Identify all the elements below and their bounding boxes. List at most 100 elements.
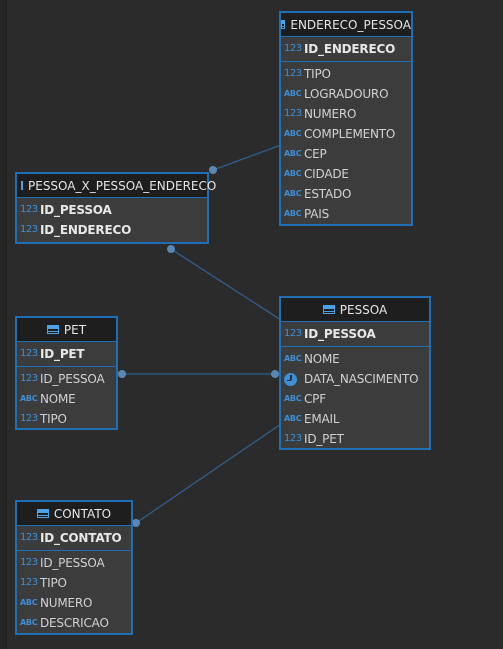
field-name: PAIS (304, 207, 330, 221)
field-name: ID_PET (40, 347, 85, 361)
entity-header[interactable]: ENDERECO_PESSOA (281, 13, 411, 37)
text-type-icon: ABC (284, 89, 302, 98)
link-pessoa-x-endereco-to-pessoa[interactable] (170, 248, 282, 321)
numeric-type-icon: 123 (20, 348, 38, 359)
text-type-icon: ABC (284, 129, 302, 138)
text-type-icon: ABC (284, 354, 302, 363)
numeric-type-icon: 123 (20, 413, 38, 424)
field-name: NUMERO (40, 596, 93, 610)
table-icon (21, 181, 23, 190)
text-type-icon: ABC (284, 189, 302, 198)
field-name: ID_PESSOA (40, 372, 105, 386)
field-name: CPF (304, 392, 326, 406)
text-type-icon: ABC (284, 414, 302, 423)
field-name: ID_PESSOA (40, 203, 112, 217)
field-name: DESCRICAO (40, 616, 109, 630)
link-pessoa-x-endereco-to-endereco-pessoa[interactable] (212, 144, 282, 171)
entity-header[interactable]: CONTATO (17, 502, 131, 526)
field-name: ID_PESSOA (304, 327, 376, 341)
text-type-icon: ABC (20, 394, 38, 403)
table-icon (322, 305, 335, 314)
field-name: NUMERO (304, 107, 357, 121)
text-type-icon: ABC (284, 169, 302, 178)
numeric-type-icon: 123 (284, 433, 302, 444)
field-name: CIDADE (304, 167, 349, 181)
numeric-type-icon: 123 (284, 108, 302, 119)
field-name: ID_CONTATO (40, 531, 122, 545)
link-end-dot (167, 245, 175, 253)
field-name: EMAIL (304, 412, 340, 426)
entity-header[interactable]: PESSOA (281, 298, 429, 322)
numeric-type-icon: 123 (284, 43, 302, 54)
field-name: TIPO (304, 67, 331, 81)
entity-title: PESSOA (339, 302, 388, 317)
entity-title: CONTATO (53, 506, 112, 521)
text-type-icon: ABC (20, 598, 38, 607)
field-name: TIPO (40, 412, 67, 426)
link-end-dot (132, 519, 140, 527)
field-name: LOGRADOURO (304, 87, 389, 101)
field-name: ID_PET (304, 432, 344, 446)
field-name: NOME (304, 352, 340, 366)
numeric-type-icon: 123 (20, 577, 38, 588)
left-panel-edge (0, 0, 7, 649)
field-name: ID_ENDERECO (304, 42, 396, 56)
entity-title: PESSOA_X_PESSOA_ENDERECO (28, 178, 217, 193)
entity-header[interactable]: PET (17, 318, 116, 342)
field-name: ID_PESSOA (40, 556, 105, 570)
text-type-icon: ABC (284, 149, 302, 158)
entity-header[interactable]: PESSOA_X_PESSOA_ENDERECO (17, 174, 216, 198)
numeric-type-icon: 123 (20, 224, 38, 235)
entity-title: PET (63, 322, 87, 337)
field-name: ESTADO (304, 187, 352, 201)
field-name: TIPO (40, 576, 67, 590)
numeric-type-icon: 123 (20, 373, 38, 384)
link-contato-to-pessoa[interactable] (135, 423, 282, 524)
field-name: COMPLEMENTO (304, 127, 396, 141)
field-name: NOME (40, 392, 76, 406)
field-data-nascimento[interactable]: DATA_NASCIMENTO (281, 369, 429, 389)
table-icon (281, 20, 286, 29)
link-end-dot (271, 370, 279, 378)
field-name: CEP (304, 147, 327, 161)
text-type-icon: ABC (20, 618, 38, 627)
